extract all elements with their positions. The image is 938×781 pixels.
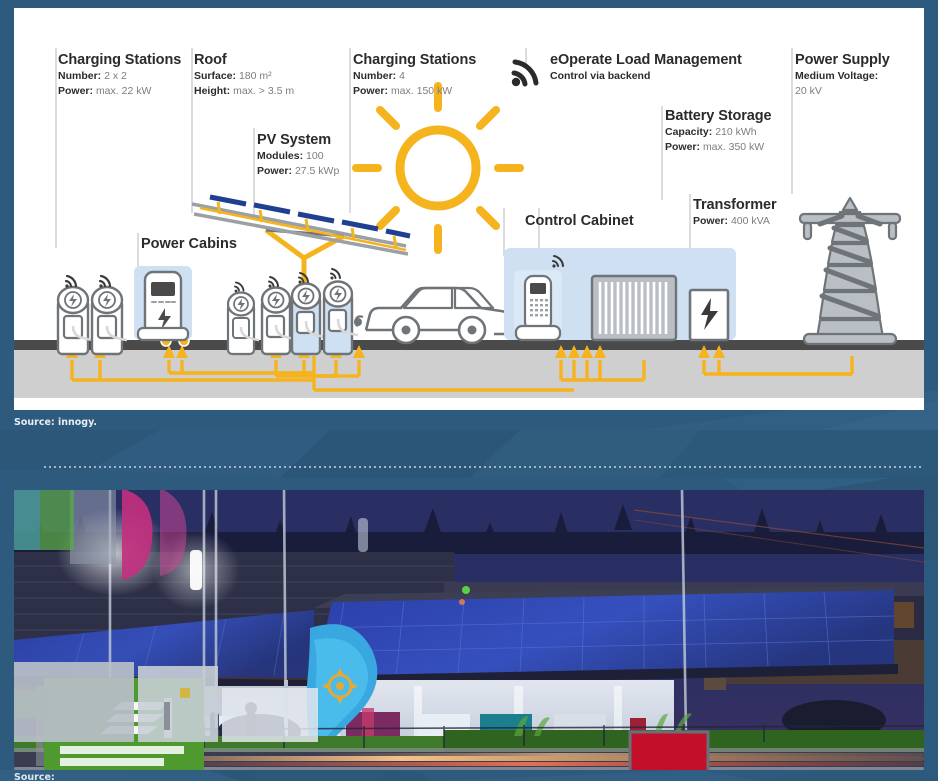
charging-post-group-left <box>56 274 128 356</box>
label-control-cabinet: Control Cabinet <box>525 213 634 229</box>
tree-line <box>14 504 924 554</box>
label-row: Capacity: 210 kWh <box>665 126 757 139</box>
label-row: Control via backend <box>550 70 651 83</box>
red-billboard <box>628 730 710 770</box>
transformer-box-icon <box>688 288 730 342</box>
wifi-signal-icon <box>330 268 341 280</box>
label-title: Battery Storage <box>665 108 772 124</box>
label-charging-stations-dc: Charging Stations Number: 4 Power: max. … <box>353 52 476 98</box>
label-row: Power: max. 150 kW <box>353 84 453 97</box>
signal-light <box>459 599 465 605</box>
source-text: Source: innogy. <box>14 417 98 428</box>
feather-flag <box>284 624 378 762</box>
label-charging-stations-ac: Charging Stations Number: 2 x 2 Power: m… <box>58 52 181 98</box>
label-row: Medium Voltage: <box>795 70 879 83</box>
power-cabin-icon <box>134 266 192 342</box>
control-cabinet-icon <box>504 248 736 342</box>
label-title: Roof <box>194 52 227 68</box>
label-power-supply: Power Supply Medium Voltage: 20 kV <box>795 52 890 98</box>
label-row: Power: max. 350 kW <box>665 140 765 153</box>
battery-storage-icon <box>590 274 678 342</box>
label-row: Modules: 100 <box>257 150 324 163</box>
section-divider <box>44 466 924 468</box>
road-surface <box>14 340 924 350</box>
banner-flags <box>14 490 187 580</box>
label-title: Charging Stations <box>353 52 477 68</box>
photo-source-caption: Source: <box>14 771 924 781</box>
cable-network <box>70 356 854 392</box>
label-power-cabins: Power Cabins <box>141 236 237 252</box>
signal-light <box>462 586 470 594</box>
label-eoperate-load-management: eOperate Load Management Control via bac… <box>510 52 742 88</box>
charging-park-photo <box>14 490 924 770</box>
leader-lines <box>55 48 793 270</box>
label-title: Control Cabinet <box>525 213 634 229</box>
charging-post <box>290 272 327 356</box>
label-title: Power Supply <box>795 52 890 68</box>
wifi-signal-icon <box>298 272 309 284</box>
label-row: 20 kV <box>795 84 822 97</box>
photo-illustration <box>14 490 924 770</box>
label-row: Number: 4 <box>353 70 405 83</box>
charging-post-group-middle <box>226 268 359 356</box>
transmission-pylon-icon <box>798 196 902 346</box>
utility-cabinets <box>14 662 318 742</box>
diagram-panel: Charging Stations Number: 2 x 2 Power: m… <box>14 8 924 410</box>
label-row: Power: 400 kVA <box>693 215 770 228</box>
wifi-signal-icon <box>551 254 565 268</box>
control-terminal-icon <box>514 254 565 342</box>
charging-post <box>226 281 260 356</box>
label-row: Power: 27.5 kWp <box>257 164 340 177</box>
label-title: PV System <box>257 132 332 148</box>
wifi-signal-icon <box>64 274 78 288</box>
label-row: Height: max. > 3.5 m <box>194 84 295 97</box>
solar-canopy-icon <box>191 194 411 340</box>
sun-icon <box>352 82 524 254</box>
label-row: Number: 2 x 2 <box>58 70 127 83</box>
label-title: Power Cabins <box>141 236 237 252</box>
wifi-signal-icon <box>268 276 279 288</box>
diagram-source-caption: Source: innogy. <box>14 412 924 430</box>
label-roof: Roof Surface: 180 m² Height: max. > 3.5 … <box>194 52 294 98</box>
charging-post <box>90 274 128 356</box>
label-row: Power: max. 22 kW <box>58 84 152 97</box>
wifi-signal-icon <box>98 274 112 288</box>
label-title: Charging Stations <box>58 52 182 68</box>
label-title: Transformer <box>693 197 777 213</box>
wifi-signal-icon <box>511 59 539 87</box>
label-row: Surface: 180 m² <box>194 70 272 83</box>
source-text: Source: <box>14 772 55 781</box>
label-transformer: Transformer Power: 400 kVA <box>693 197 777 229</box>
charging-post <box>322 268 359 356</box>
label-pv-system: PV System Modules: 100 Power: 27.5 kWp <box>257 132 339 178</box>
label-battery-storage: Battery Storage Capacity: 210 kWh Power:… <box>665 108 772 154</box>
label-title: eOperate Load Management <box>550 52 742 68</box>
charging-park-diagram <box>14 8 924 410</box>
wifi-signal-icon <box>234 281 245 293</box>
